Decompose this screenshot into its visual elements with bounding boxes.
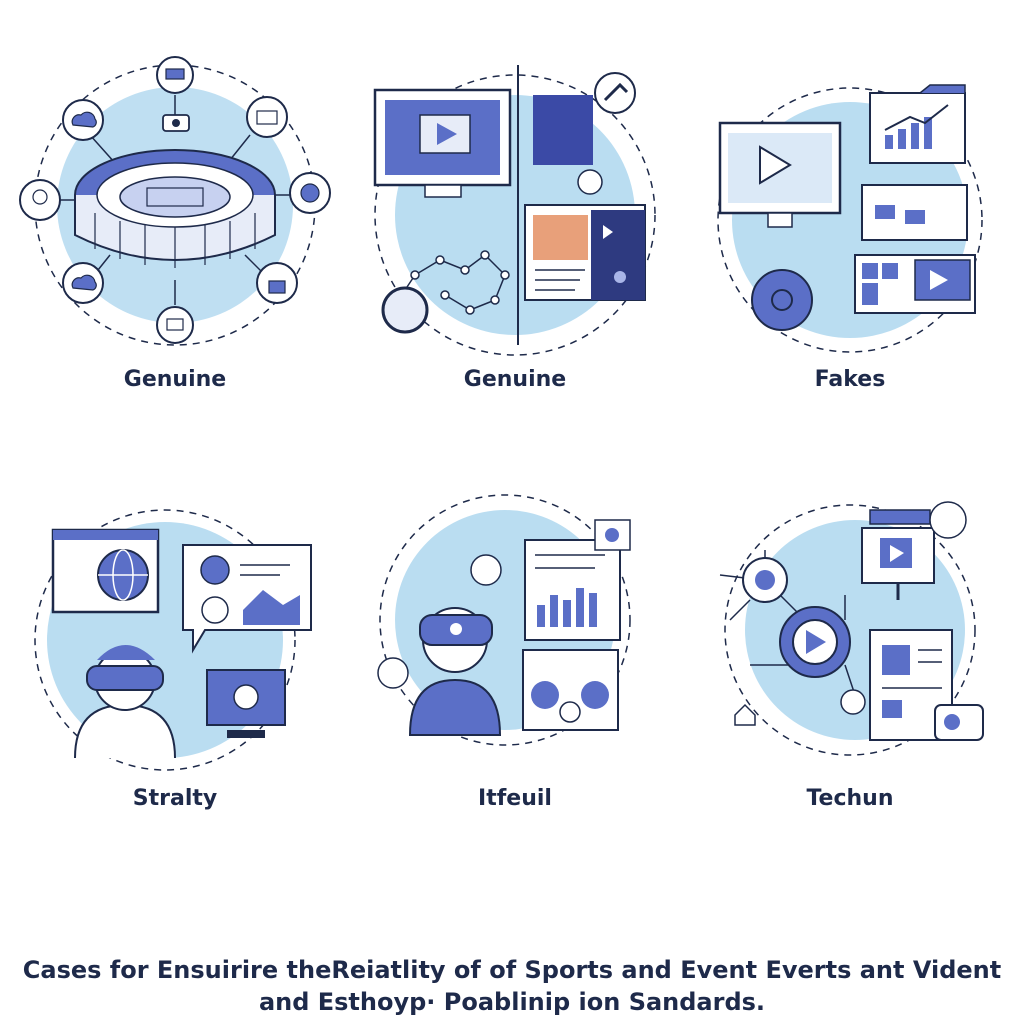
panel-video-charts: Fakes (690, 45, 1010, 392)
caption-line-1: Cases for Ensuirire theReiatlity of of S… (22, 956, 1002, 984)
vr-user-security-icon (34, 509, 312, 771)
panel-label: Genuine (463, 367, 567, 392)
panel-label: Genuine (123, 367, 227, 392)
video-hub-document-icon (719, 501, 984, 756)
panel-stadium: Genuine (15, 45, 335, 392)
video-monitor-network-icon (373, 65, 656, 356)
panel-label: Techun (806, 786, 894, 811)
panel-video-network: Genuine (355, 45, 675, 392)
panel-vr-analytics: Itfeuil (355, 490, 675, 830)
panel-label: Itfeuil (478, 786, 552, 811)
panel-vr-security: Stralty (15, 490, 335, 830)
vr-user-analytics-icon (377, 494, 631, 746)
panel-label: Stralty (132, 786, 218, 811)
panel-video-hub: Techun (690, 490, 1010, 830)
caption: Cases for Ensuirire theReiatlity of of S… (20, 954, 1004, 1018)
caption-line-2: and Esthoyp· Poablinip ion Sandards. (258, 988, 766, 1016)
panel-label: Fakes (814, 367, 886, 392)
stadium-network-icon (19, 56, 331, 346)
video-charts-icon (717, 84, 983, 353)
